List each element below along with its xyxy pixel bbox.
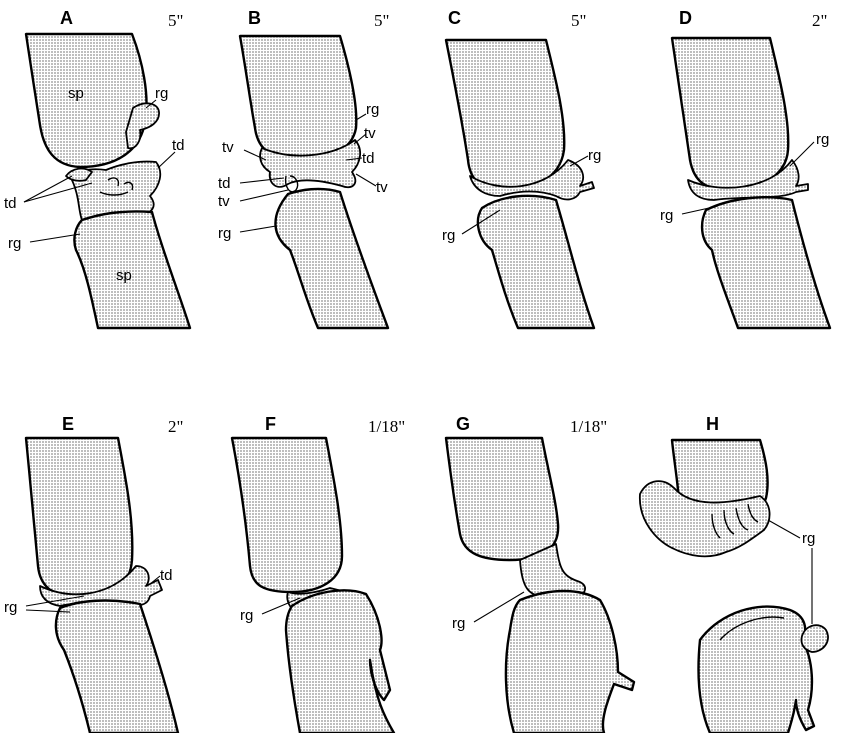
panel-f: F 1/18" rg xyxy=(232,414,405,733)
panel-h-label-rg: rg xyxy=(802,530,815,547)
panel-b-letter: B xyxy=(248,8,261,28)
panel-h-letter: H xyxy=(706,414,719,434)
panel-b-label-tv-left: tv xyxy=(222,139,234,156)
panel-b-label-td-left: td xyxy=(218,175,231,192)
panel-e-upper-cell xyxy=(26,438,132,598)
panel-e-label-rg: rg xyxy=(4,599,17,616)
panel-a: A 5" sp rg td td rg sp xyxy=(4,8,190,328)
panel-e-lower-cell xyxy=(56,601,178,733)
panel-b-label-tv-upper: tv xyxy=(364,125,376,142)
panel-b: B 5" rg tv td tv tv td tv rg xyxy=(218,8,389,328)
panel-d-letter: D xyxy=(679,8,692,28)
panel-a-letter: A xyxy=(60,8,73,28)
panel-b-label-tv-right: tv xyxy=(376,179,388,196)
panel-b-label-rg-lower: rg xyxy=(218,225,231,242)
panel-a-label-sp-upper: sp xyxy=(68,85,84,102)
panel-c-label-rg-lower: rg xyxy=(442,227,455,244)
panel-e-time: 2" xyxy=(168,417,183,436)
panel-f-lower-cell xyxy=(286,590,394,733)
panel-f-letter: F xyxy=(265,414,276,434)
panel-g-upper-cell xyxy=(446,438,558,560)
panel-d-label-rg-upper: rg xyxy=(816,131,829,148)
panel-b-lower-cell xyxy=(275,189,388,328)
panel-d-upper-cell xyxy=(672,38,788,190)
panel-e: E 2" td rg xyxy=(4,414,183,733)
panel-g: G 1/18" rg xyxy=(446,414,634,733)
panel-f-label-rg: rg xyxy=(240,607,253,624)
panel-a-label-td-left: td xyxy=(4,195,17,212)
panel-b-upper-cell xyxy=(240,36,356,160)
panel-d-time: 2" xyxy=(812,11,827,30)
panel-d-lower-cell xyxy=(702,197,830,328)
panel-e-label-td: td xyxy=(160,567,173,584)
panel-c-upper-cell xyxy=(446,40,564,190)
panel-a-time: 5" xyxy=(168,11,183,30)
panel-a-label-sp-lower: sp xyxy=(116,267,132,284)
panel-b-label-tv-left-lower: tv xyxy=(218,193,230,210)
panel-a-label-rg-lower: rg xyxy=(8,235,21,252)
panel-b-time: 5" xyxy=(374,11,389,30)
panel-a-label-rg-upper: rg xyxy=(155,85,168,102)
panel-c-label-rg-upper: rg xyxy=(588,147,601,164)
panel-a-label-td-right: td xyxy=(172,137,185,154)
panel-g-letter: G xyxy=(456,414,470,434)
panel-c-letter: C xyxy=(448,8,461,28)
panel-f-time: 1/18" xyxy=(368,417,405,436)
panel-g-time: 1/18" xyxy=(570,417,607,436)
panel-a-lower-cell xyxy=(74,211,190,328)
panel-d-label-rg-lower: rg xyxy=(660,207,673,224)
panel-h-process-knob xyxy=(801,625,828,652)
panel-h: H rg xyxy=(640,414,828,733)
panel-g-label-rg: rg xyxy=(452,615,465,632)
panel-f-upper-cell xyxy=(232,438,342,592)
panel-b-label-td-right: td xyxy=(362,150,375,167)
panel-d: D 2" rg rg xyxy=(660,8,830,328)
panel-h-lower-cell xyxy=(698,607,814,733)
panel-g-lower-cell xyxy=(506,591,634,733)
panel-c-time: 5" xyxy=(571,11,586,30)
panel-c: C 5" rg rg xyxy=(442,8,601,328)
panel-b-label-rg: rg xyxy=(366,101,379,118)
panel-e-letter: E xyxy=(62,414,74,434)
panel-c-lower-cell xyxy=(478,196,594,328)
